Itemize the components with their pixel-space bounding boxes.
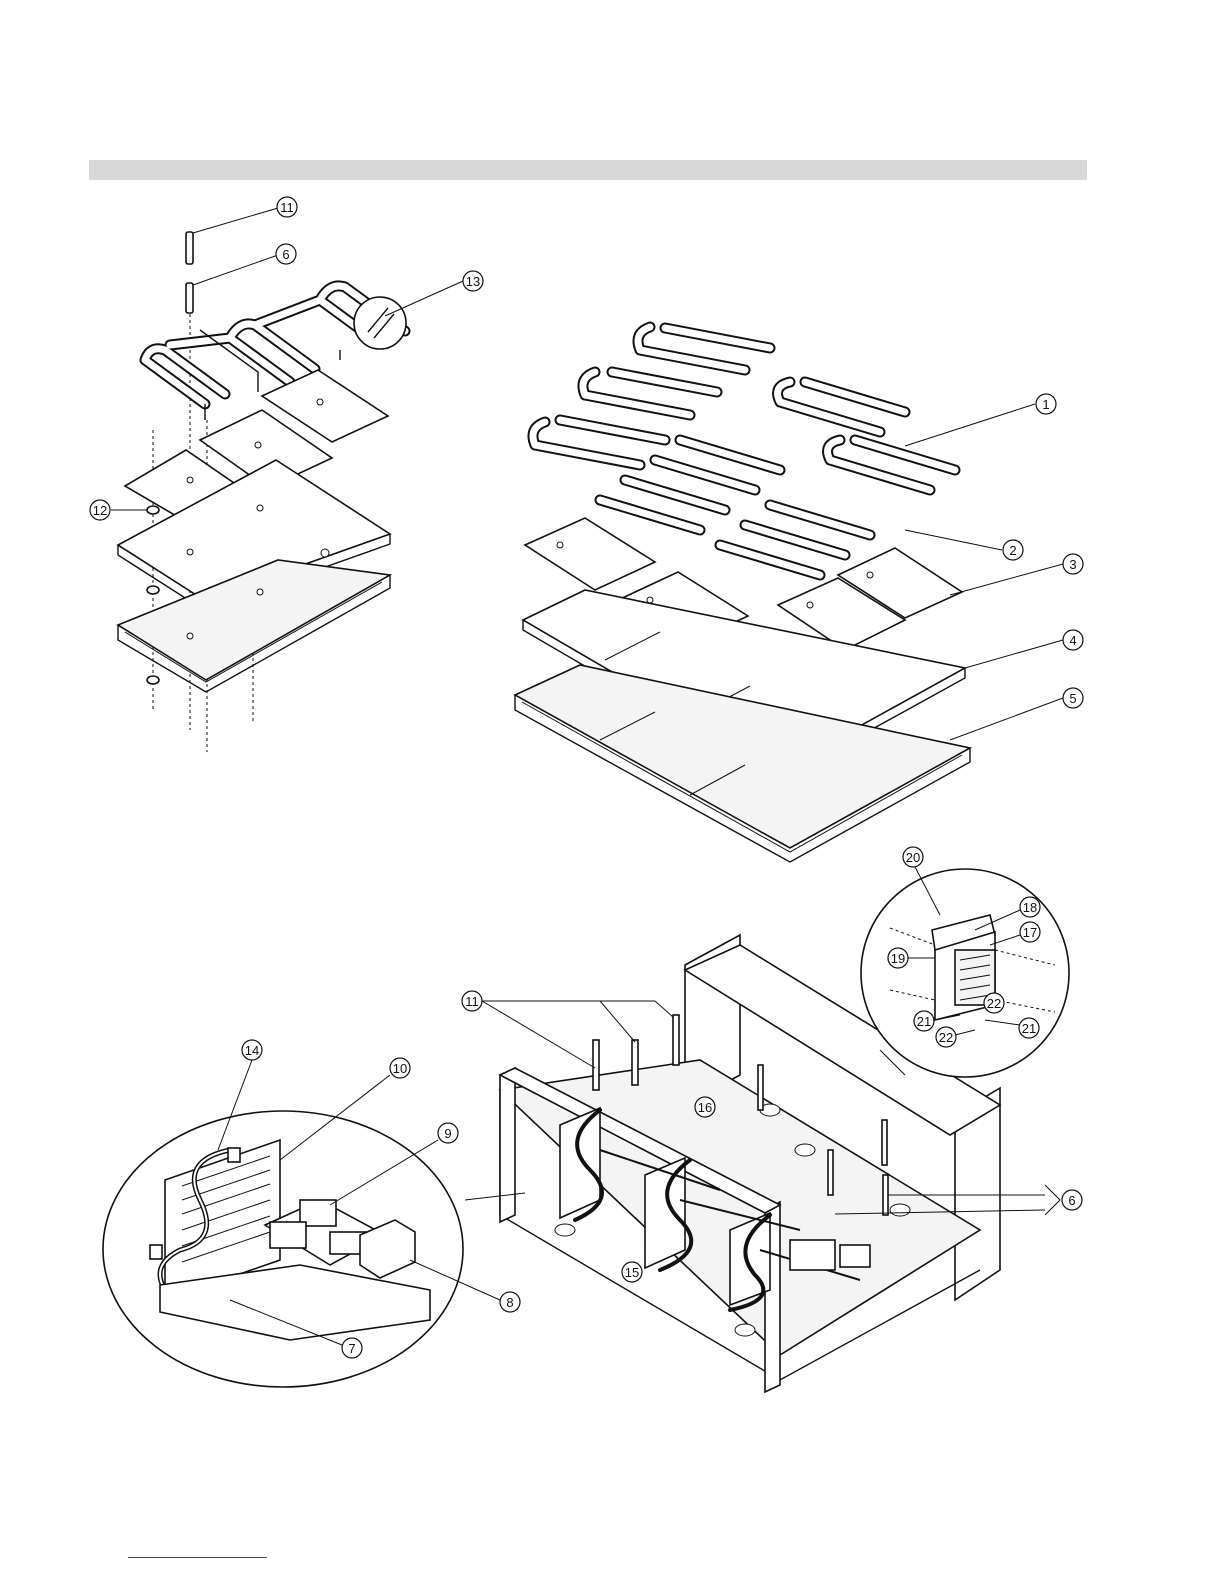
callout-1: 1 xyxy=(1036,394,1056,414)
multi-zone-assembly xyxy=(515,327,970,862)
harness-connector xyxy=(150,1245,162,1259)
chassis-assembly xyxy=(465,869,1069,1392)
callout-22-bottom: 22 xyxy=(936,1027,956,1047)
plate-hole xyxy=(255,442,261,448)
plate-hole xyxy=(321,549,329,557)
standoff xyxy=(593,1040,599,1090)
callout-label: 14 xyxy=(245,1043,259,1058)
base-tray xyxy=(118,560,390,680)
callout-label: 3 xyxy=(1069,557,1076,572)
callout-7: 7 xyxy=(342,1338,362,1358)
callout-14: 14 xyxy=(242,1040,262,1060)
floor-hole xyxy=(555,1224,575,1236)
callout-5: 5 xyxy=(1063,688,1083,708)
callout-16: 16 xyxy=(695,1097,715,1117)
callout-12: 12 xyxy=(90,500,110,520)
thermocouple-pin xyxy=(186,283,193,313)
callout-9: 9 xyxy=(438,1123,458,1143)
callout-label: 18 xyxy=(1023,900,1037,915)
relay xyxy=(270,1222,306,1248)
washer xyxy=(147,586,159,594)
callout-label: 1 xyxy=(1042,397,1049,412)
floor-hole xyxy=(795,1144,815,1156)
standoff xyxy=(632,1040,638,1085)
callout-21-right: 21 xyxy=(1019,1018,1039,1038)
detail-bubble-connector xyxy=(354,297,406,349)
plate-hole xyxy=(187,633,193,639)
standoff xyxy=(882,1120,887,1165)
callout-8: 8 xyxy=(500,1292,520,1312)
callout-label: 8 xyxy=(506,1295,513,1310)
callout-17: 17 xyxy=(1020,922,1040,942)
spacer-pin xyxy=(186,232,193,264)
floor-hole xyxy=(735,1324,755,1336)
callout-11-chassis: 11 xyxy=(462,991,482,1011)
floor-hole xyxy=(890,1204,910,1216)
callout-19: 19 xyxy=(888,948,908,968)
insulation-plate xyxy=(525,518,655,590)
callout-label: 22 xyxy=(987,996,1001,1011)
callout-18: 18 xyxy=(1020,897,1040,917)
callout-label: 6 xyxy=(282,247,289,262)
callout-2: 2 xyxy=(1003,540,1023,560)
standoff xyxy=(883,1175,888,1215)
plate-hole xyxy=(557,542,563,548)
relay-block xyxy=(790,1240,835,1270)
callout-22-top: 22 xyxy=(984,993,1004,1013)
callout-label: 12 xyxy=(93,503,107,518)
callout-15: 15 xyxy=(622,1262,642,1282)
callout-6-top: 6 xyxy=(276,244,296,264)
plate-hole xyxy=(187,549,193,555)
callout-4: 4 xyxy=(1063,630,1083,650)
control-board-detail xyxy=(103,1111,463,1387)
callout-label: 16 xyxy=(698,1100,712,1115)
callout-21-left: 21 xyxy=(914,1011,934,1031)
leader-line xyxy=(465,1193,525,1200)
plate-hole xyxy=(257,505,263,511)
callout-label: 19 xyxy=(891,951,905,966)
callout-20: 20 xyxy=(903,847,923,867)
callout-label: 20 xyxy=(906,850,920,865)
callout-label: 11 xyxy=(465,994,479,1009)
washer xyxy=(147,506,159,514)
harness-connector xyxy=(228,1148,240,1162)
plate-hole xyxy=(187,477,193,483)
callout-label: 7 xyxy=(348,1341,355,1356)
plate-hole xyxy=(807,602,813,608)
control-board xyxy=(560,1108,600,1218)
callout-label: 17 xyxy=(1023,925,1037,940)
callout-label: 21 xyxy=(917,1014,931,1029)
callout-label: 21 xyxy=(1022,1021,1036,1036)
washer xyxy=(147,676,159,684)
callout-label: 10 xyxy=(393,1061,407,1076)
standoff xyxy=(828,1150,833,1195)
callout-label: 9 xyxy=(444,1126,451,1141)
standoff xyxy=(673,1015,679,1065)
footer-link-underline xyxy=(128,1557,267,1558)
control-board xyxy=(645,1158,685,1268)
callout-label: 15 xyxy=(625,1265,639,1280)
plate-hole xyxy=(317,399,323,405)
callout-label: 2 xyxy=(1009,543,1016,558)
callout-label: 13 xyxy=(466,274,480,289)
callout-label: 6 xyxy=(1068,1193,1075,1208)
callout-label: 5 xyxy=(1069,691,1076,706)
callout-label: 11 xyxy=(280,200,294,215)
single-zone-assembly xyxy=(118,232,406,752)
standoff xyxy=(758,1065,763,1110)
callout-13: 13 xyxy=(463,271,483,291)
callout-10: 10 xyxy=(390,1058,410,1078)
plate-hole xyxy=(867,572,873,578)
callout-label: 4 xyxy=(1069,633,1076,648)
front-post xyxy=(500,1068,515,1222)
callout-label: 22 xyxy=(939,1030,953,1045)
callout-6-chassis: 6 xyxy=(1062,1190,1082,1210)
plate-hole xyxy=(257,589,263,595)
callout-11-top: 11 xyxy=(277,197,297,217)
callout-3: 3 xyxy=(1063,554,1083,574)
transformer xyxy=(840,1245,870,1267)
